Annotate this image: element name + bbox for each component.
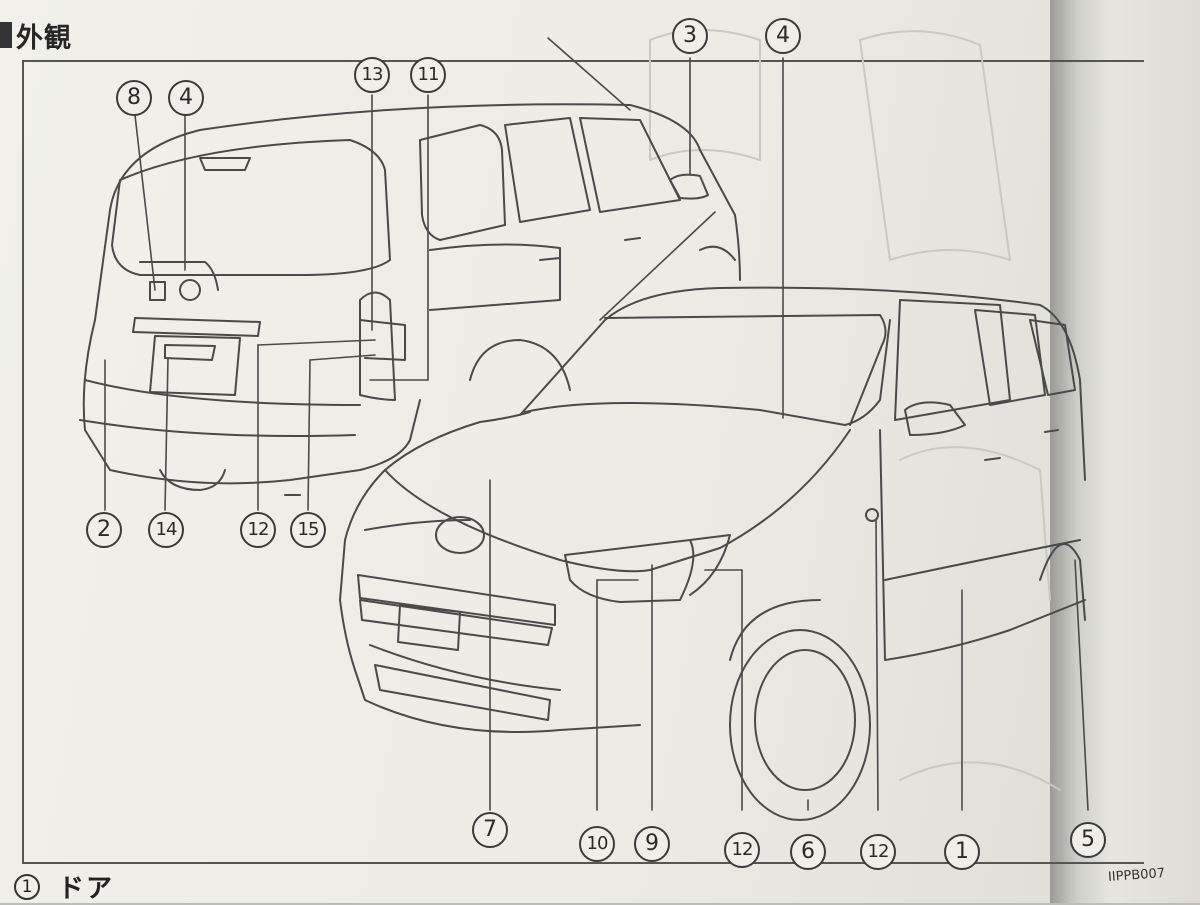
callout-7: 7 bbox=[472, 812, 508, 848]
legend-item-number: 1 bbox=[14, 873, 40, 900]
callout-2: 2 bbox=[86, 512, 122, 548]
callout-12-side: 12 bbox=[860, 834, 896, 870]
callout-8: 8 bbox=[116, 80, 152, 116]
leader-lines bbox=[104, 37, 1089, 811]
callout-9: 9 bbox=[634, 826, 670, 862]
callout-10: 10 bbox=[579, 826, 615, 862]
illustration-frame bbox=[22, 60, 1144, 864]
callout-4-front: 4 bbox=[765, 18, 801, 54]
callout-1: 1 bbox=[944, 834, 980, 870]
section-marker bbox=[0, 22, 12, 48]
rear-view-van bbox=[79, 103, 741, 496]
callout-12-headlamp: 12 bbox=[724, 832, 760, 868]
front-view-van bbox=[339, 286, 1086, 821]
legend-item: 1 ドア bbox=[14, 868, 114, 905]
next-page-edge bbox=[1050, 0, 1200, 903]
section-title: 外観 bbox=[16, 23, 72, 54]
callout-3: 3 bbox=[672, 18, 708, 54]
callout-4-rear: 4 bbox=[168, 80, 204, 116]
callout-11: 11 bbox=[410, 57, 446, 93]
callout-14: 14 bbox=[148, 512, 184, 548]
callout-12-rear: 12 bbox=[240, 512, 276, 548]
callout-5: 5 bbox=[1070, 822, 1106, 858]
legend-item-label: ドア bbox=[58, 874, 115, 904]
callout-6: 6 bbox=[790, 834, 826, 870]
callout-15: 15 bbox=[290, 512, 326, 548]
callout-13: 13 bbox=[354, 57, 390, 93]
